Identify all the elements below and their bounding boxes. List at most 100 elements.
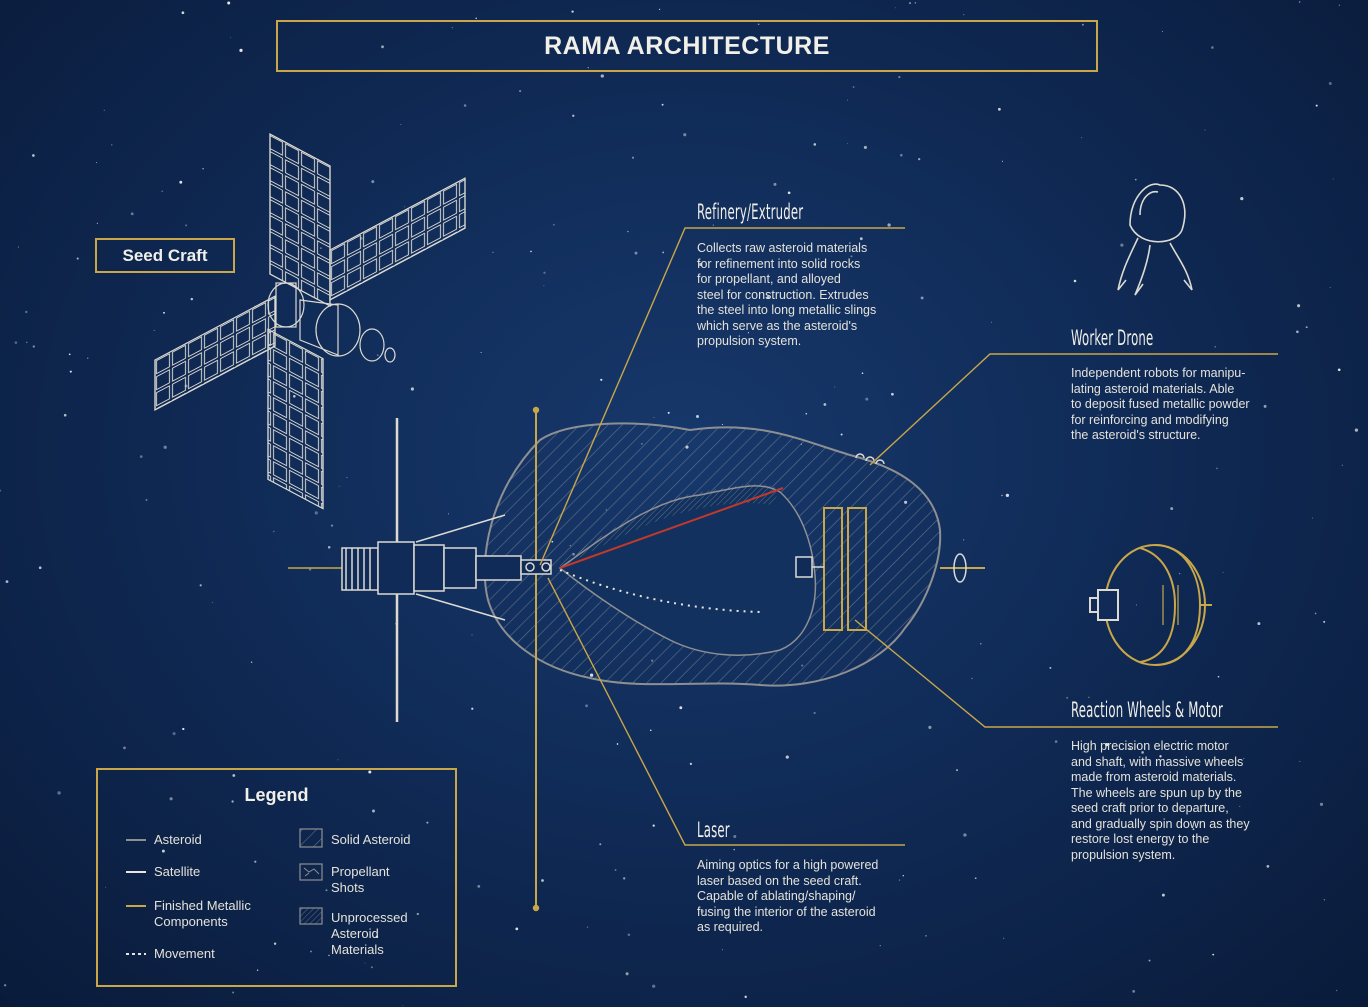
reaction-wheels-line: restore lost energy to the xyxy=(1071,832,1210,846)
star xyxy=(834,386,836,388)
star xyxy=(1080,136,1083,139)
star xyxy=(894,7,896,9)
star xyxy=(652,824,655,827)
star xyxy=(675,51,677,54)
star xyxy=(186,258,190,262)
star xyxy=(813,711,816,715)
star xyxy=(3,984,7,987)
star xyxy=(902,875,904,877)
star xyxy=(1159,755,1162,758)
star xyxy=(17,246,19,248)
worker-drone-description: Independent robots for manipu- lating as… xyxy=(1071,366,1291,444)
star xyxy=(652,984,656,988)
star xyxy=(1170,507,1174,511)
star xyxy=(25,310,28,314)
star xyxy=(918,157,921,161)
laser-line: fusing the interior of the asteroid xyxy=(697,904,876,919)
star xyxy=(1217,675,1220,678)
star xyxy=(161,190,164,193)
star xyxy=(879,945,881,947)
star xyxy=(661,103,664,106)
seed-craft-illustration xyxy=(154,133,466,510)
star xyxy=(623,877,626,880)
star xyxy=(898,879,901,881)
star xyxy=(1222,571,1224,573)
star xyxy=(1134,178,1137,181)
laser-line: Capable of ablating/shaping/ xyxy=(697,889,856,903)
star xyxy=(26,341,28,343)
star xyxy=(859,237,863,241)
star xyxy=(600,378,603,381)
star xyxy=(861,372,864,374)
star xyxy=(1081,23,1084,26)
star xyxy=(87,357,89,359)
star xyxy=(1323,620,1326,623)
refinery-line: for refinement into solid rocks xyxy=(697,256,861,271)
star xyxy=(1161,893,1165,897)
star xyxy=(96,222,98,224)
star xyxy=(699,262,703,267)
star xyxy=(1337,368,1341,372)
refinery-line: steel for construction. Extrudes xyxy=(697,287,869,302)
star xyxy=(400,123,402,126)
star xyxy=(239,48,243,53)
star xyxy=(372,809,375,813)
star xyxy=(1312,517,1314,519)
star xyxy=(272,530,275,533)
star xyxy=(273,942,277,945)
legend-title: Legend xyxy=(244,785,309,805)
star xyxy=(63,413,67,417)
star xyxy=(254,860,257,863)
star xyxy=(477,885,481,888)
legend-item-satellite: Satellite xyxy=(154,864,200,880)
worker-drones-on-surface xyxy=(855,453,885,465)
star xyxy=(163,311,165,314)
star xyxy=(364,962,366,964)
reaction-wheels-line: seed craft prior to departure, xyxy=(1071,801,1229,815)
star xyxy=(32,154,35,157)
refinery-line: the steel into long metallic slings xyxy=(697,303,877,317)
star xyxy=(679,706,683,710)
star xyxy=(448,513,449,515)
star xyxy=(515,927,519,931)
star xyxy=(199,584,202,587)
star xyxy=(161,849,165,853)
star xyxy=(900,153,903,157)
star xyxy=(1299,760,1301,762)
seed-craft-label: Seed Craft xyxy=(122,245,208,265)
star xyxy=(787,191,791,195)
star xyxy=(1214,346,1216,348)
legend-label: Finished Metallic xyxy=(154,898,251,913)
star xyxy=(1332,178,1334,180)
star xyxy=(571,10,574,13)
star xyxy=(667,411,670,414)
star xyxy=(543,285,545,287)
star xyxy=(145,498,148,501)
laser-line: as required. xyxy=(697,920,764,934)
worker-drone-line: lating asteroid materials. Able xyxy=(1071,381,1235,396)
star xyxy=(1323,899,1326,901)
star xyxy=(179,180,183,184)
laser-line: laser based on the seed craft. xyxy=(697,873,862,888)
star xyxy=(920,296,924,300)
star xyxy=(572,114,575,117)
star xyxy=(599,843,602,846)
star xyxy=(123,746,126,750)
worker-drone-line: to deposit fused metallic powder xyxy=(1071,397,1250,411)
star xyxy=(403,206,405,208)
star xyxy=(375,935,379,939)
star xyxy=(14,341,18,344)
legend-item-solid-asteroid: Solid Asteroid xyxy=(331,832,411,848)
star xyxy=(76,257,79,260)
star xyxy=(153,329,155,331)
star xyxy=(480,352,482,353)
worker-drone-heading: Worker Drone xyxy=(1071,326,1154,350)
refinery-line: Collects raw asteroid materials xyxy=(697,241,868,255)
star xyxy=(616,743,619,745)
star xyxy=(1239,805,1241,807)
star xyxy=(185,224,188,227)
star xyxy=(1088,696,1090,698)
star xyxy=(105,886,107,888)
star xyxy=(1049,666,1052,669)
